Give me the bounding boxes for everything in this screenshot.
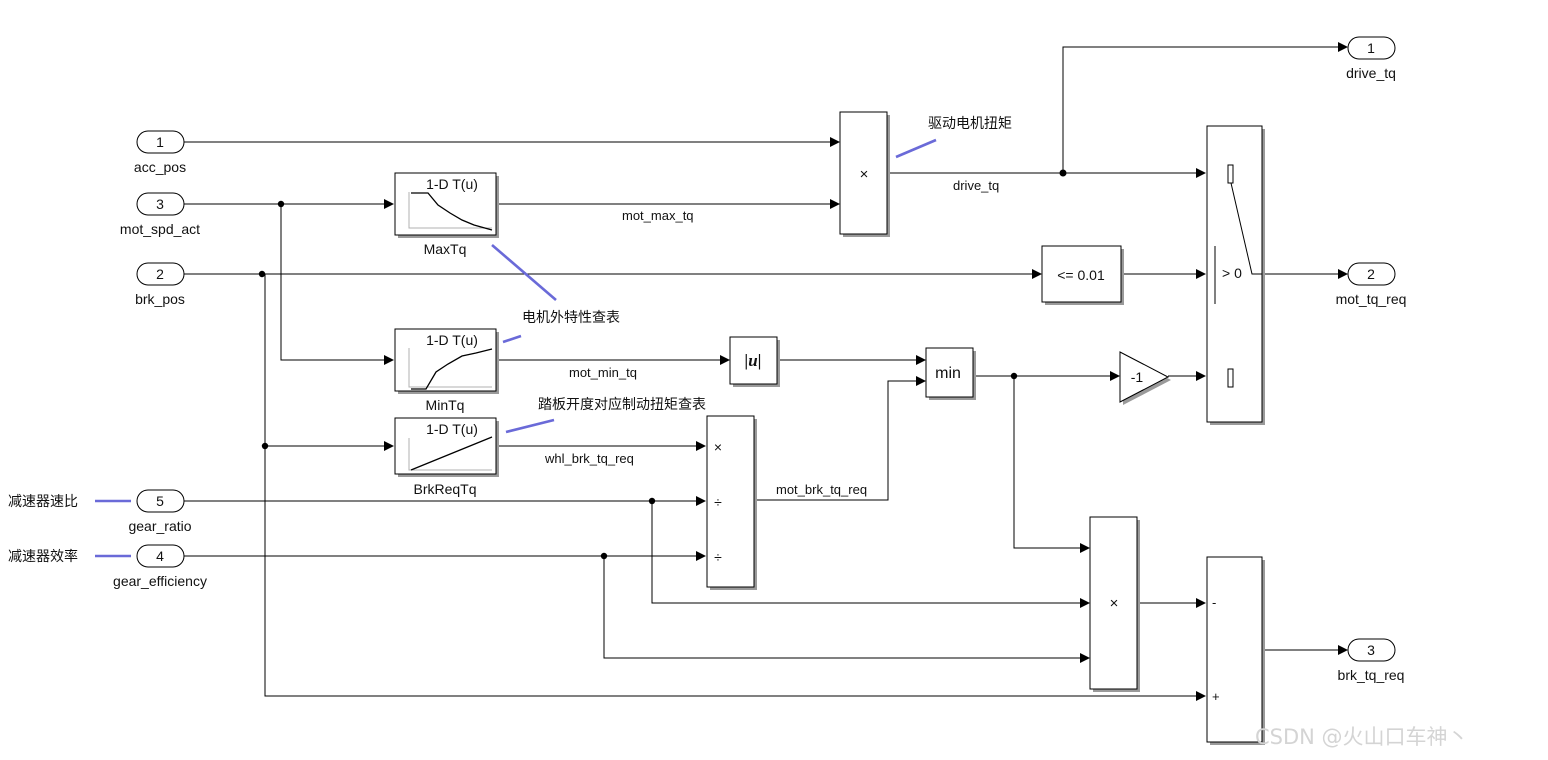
divide-block[interactable]: × ÷ ÷ (706, 415, 757, 590)
annotation-reducer-ratio: 减速器速比 (8, 494, 131, 510)
annotation-motor-curve: 电机外特性查表 (491, 244, 620, 344)
inport-brk-pos[interactable]: 2 brk_pos (135, 262, 185, 307)
sum-sign-minus: - (1212, 595, 1216, 610)
outport-number: 1 (1367, 40, 1375, 56)
inport-name: brk_pos (135, 291, 185, 307)
product-symbol: × (1110, 595, 1119, 612)
signal-label-mot-max-tq: mot_max_tq (622, 208, 694, 223)
annotation-pedal-brake: 踏板开度对应制动扭矩查表 (505, 396, 706, 434)
outport-number: 3 (1367, 642, 1375, 658)
product-block-brake[interactable]: × (1089, 516, 1140, 692)
outport-mot-tq-req[interactable]: 2 mot_tq_req (1336, 262, 1407, 307)
outport-name: brk_tq_req (1338, 667, 1405, 683)
lookup-name: MaxTq (424, 241, 467, 257)
compare-label: <= 0.01 (1057, 267, 1105, 283)
inport-gear-ratio[interactable]: 5 gear_ratio (128, 489, 192, 534)
lookup-name: BrkReqTq (413, 481, 476, 497)
annotation-reducer-efficiency: 减速器效率 (8, 548, 131, 565)
lookup-maxtq[interactable]: 1-D T(u) MaxTq (394, 172, 499, 257)
lookup-brkreqtq[interactable]: 1-D T(u) BrkReqTq (394, 417, 499, 497)
inport-number: 3 (156, 196, 164, 212)
signal-lines (184, 42, 1348, 701)
annotation-text: 减速器效率 (8, 548, 78, 565)
lookup-mintq[interactable]: 1-D T(u) MinTq (394, 328, 499, 413)
annotation-drive-motor-torque: 驱动电机扭矩 (895, 116, 1012, 159)
lookup-name: MinTq (426, 397, 465, 413)
signal-label-mot-brk-tq-req: mot_brk_tq_req (776, 482, 867, 497)
inport-name: gear_efficiency (113, 573, 207, 589)
annotation-text: 减速器速比 (8, 494, 78, 510)
outport-brk-tq-req[interactable]: 3 brk_tq_req (1338, 638, 1405, 683)
inport-mot-spd-act[interactable]: 3 mot_spd_act (120, 192, 200, 237)
inport-number: 2 (156, 266, 164, 282)
annotation-text: 电机外特性查表 (522, 310, 620, 326)
annotation-text: 踏板开度对应制动扭矩查表 (538, 396, 706, 413)
signal-label-drive-tq: drive_tq (953, 178, 999, 193)
gain-block[interactable]: -1 (1119, 351, 1171, 405)
min-label: min (935, 365, 961, 382)
inport-name: gear_ratio (128, 518, 191, 534)
signal-label-mot-min-tq: mot_min_tq (569, 365, 637, 380)
outport-name: drive_tq (1346, 65, 1396, 81)
annotation-text: 驱动电机扭矩 (928, 116, 1012, 132)
divide-op-2: ÷ (714, 494, 722, 510)
outport-number: 2 (1367, 266, 1375, 282)
gain-value: -1 (1131, 369, 1144, 385)
sum-sign-plus: + (1212, 689, 1220, 704)
min-block[interactable]: min (925, 347, 976, 400)
lookup-title: 1-D T(u) (426, 421, 478, 437)
inport-gear-efficiency[interactable]: 4 gear_efficiency (113, 544, 207, 589)
lookup-title: 1-D T(u) (426, 332, 478, 348)
inport-name: acc_pos (134, 159, 186, 175)
abs-symbol: |u| (745, 351, 762, 370)
sum-block[interactable]: - + (1206, 556, 1265, 745)
product-symbol: × (860, 166, 869, 183)
divide-op-1: × (714, 439, 722, 455)
lookup-title: 1-D T(u) (426, 176, 478, 192)
switch-threshold: > 0 (1222, 265, 1242, 281)
inport-number: 4 (156, 548, 164, 564)
inport-number: 1 (156, 134, 164, 150)
product-block-drive[interactable]: × (839, 111, 890, 237)
inport-name: mot_spd_act (120, 221, 200, 237)
divide-op-3: ÷ (714, 549, 722, 565)
inport-number: 5 (156, 493, 164, 509)
inport-acc-pos[interactable]: 1 acc_pos (134, 130, 186, 175)
outport-name: mot_tq_req (1336, 291, 1407, 307)
switch-block[interactable]: > 0 (1206, 125, 1265, 425)
abs-block[interactable]: |u| (729, 336, 780, 387)
compare-to-constant-block[interactable]: <= 0.01 (1041, 245, 1124, 305)
watermark: CSDN @火山口车神丶 (1255, 725, 1469, 749)
outport-drive-tq[interactable]: 1 drive_tq (1346, 36, 1396, 81)
signal-label-whl-brk-tq-req: whl_brk_tq_req (544, 451, 634, 466)
